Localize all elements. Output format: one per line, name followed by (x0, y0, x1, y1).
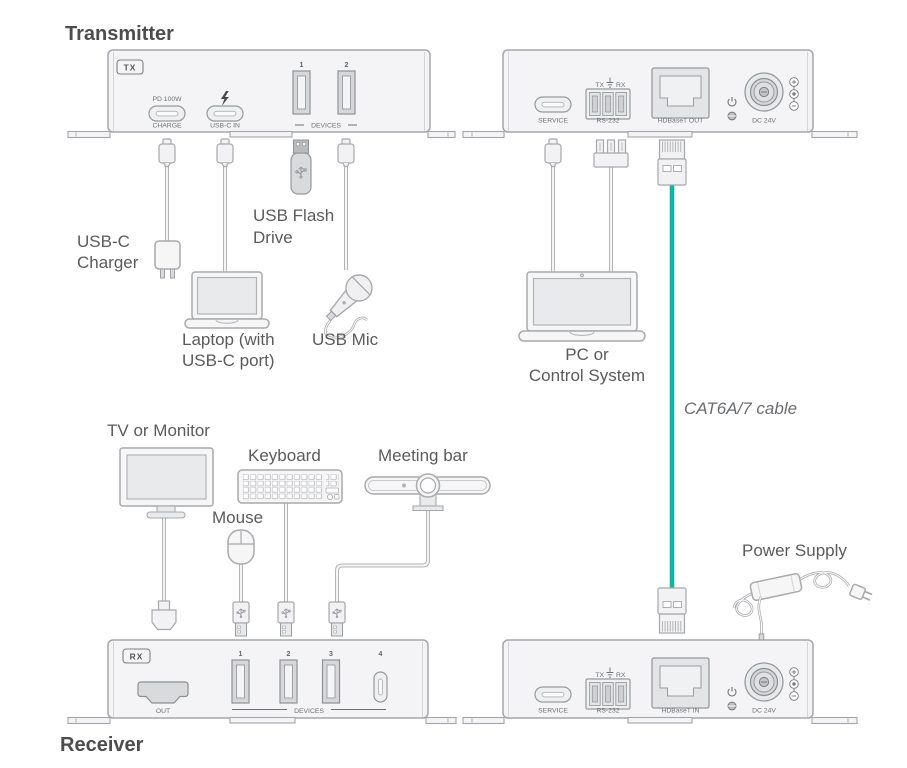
wall-plug (849, 583, 873, 601)
rx-back-panel: SERVICE TX RX RS-232 HDBaseT IN DC 24V (462, 639, 858, 725)
pc-laptop (518, 271, 646, 342)
hdbaset-out-label: HDBaseT OUT (658, 118, 704, 125)
laptop-label-line2: USB-C port) (182, 351, 275, 370)
charge-usb-c-port (148, 105, 186, 122)
tx-rs232-rx-label: RX (616, 82, 626, 89)
rx-devices-label: DEVICES (294, 708, 324, 715)
rx-rs232-label: RS-232 (596, 708, 619, 715)
rx-dc-jack (744, 662, 784, 702)
link-icon (727, 701, 737, 711)
link-icon (727, 111, 737, 121)
transmitter-title: Transmitter (65, 23, 174, 45)
meeting-bar-usb-a-plug (329, 602, 345, 636)
keyboard-label: Keyboard (248, 446, 321, 465)
pc-label-line1: PC or (565, 345, 609, 364)
usb-c-in-port (206, 105, 244, 122)
rx-usb-c-port-4 (373, 671, 388, 703)
rj45-plug-top (657, 139, 687, 186)
pc-label-line2: Control System (529, 366, 645, 385)
meeting-bar-label: Meeting bar (378, 446, 468, 465)
hdbaset-in-port (651, 657, 710, 709)
rx-port2-number: 2 (287, 651, 291, 658)
hdbaset-out-port (651, 67, 710, 119)
meeting-bar (364, 473, 491, 512)
rj45-plug-bottom (657, 587, 687, 634)
service-usb-c-plug (544, 138, 562, 168)
tx-dc-label: DC 24V (752, 118, 776, 125)
tx-usb-a-port-1 (292, 70, 311, 115)
receiver-title: Receiver (60, 734, 144, 756)
svg-text:TX: TX (124, 63, 137, 73)
rx-front-panel: RX OUT 1 2 3 4 DEVICES (67, 639, 457, 725)
mouse (227, 529, 255, 565)
tx-dc-jack (744, 72, 784, 112)
power-supply-label: Power Supply (742, 541, 847, 560)
rx-service-label: SERVICE (538, 708, 568, 715)
cat-cable-label: CAT6A/7 cable (684, 399, 797, 418)
rs232-terminal-plug (593, 139, 629, 168)
mic-usb-plug (337, 138, 355, 168)
dc-polarity-icon (789, 77, 799, 111)
tx-port1-number: 1 (300, 62, 304, 69)
mouse-label: Mouse (212, 508, 263, 527)
rx-port4-number: 4 (379, 651, 383, 658)
tx-badge: TX (116, 59, 144, 75)
tx-rs232-label: RS-232 (596, 118, 619, 125)
dc-polarity-icon (789, 667, 799, 701)
usb-cables (162, 163, 613, 603)
rx-port1-number: 1 (239, 651, 243, 658)
usb-c-charger-label-line2: Charger (77, 253, 139, 272)
usb-flash-drive (290, 139, 312, 195)
tx-rs232-tx-label: TX (595, 82, 604, 89)
svg-text:RX: RX (130, 652, 144, 662)
cables (162, 163, 675, 603)
usb-mic-label: USB Mic (312, 330, 379, 349)
rx-service-usb-c-port (534, 686, 572, 703)
tx-back-panel: SERVICE TX RX RS-232 HDBaseT OUT DC 24V (462, 49, 858, 139)
usb-c-in-label: USB-C IN (210, 123, 240, 130)
tx-plugs (158, 138, 687, 634)
rx-usb-a-port-2 (279, 659, 298, 704)
rx-usb-a-port-3 (321, 659, 341, 704)
keyboard (237, 469, 343, 504)
power-brick (749, 572, 803, 602)
tv-monitor (119, 447, 214, 519)
hdbaset-in-label: HDBaseT IN (661, 708, 699, 715)
tx-usb-a-port-2 (337, 70, 356, 115)
tx-service-usb-c-port (534, 96, 572, 113)
keyboard-usb-a-plug (278, 602, 294, 636)
tx-devices-label: DEVICES (311, 123, 341, 130)
rx-port3-number: 3 (329, 651, 333, 658)
rx-dc-label: DC 24V (752, 708, 776, 715)
pd-100w-label: PD 100W (152, 96, 182, 103)
tx-front-panel: TX PD 100W CHARGE USB-C IN 1 2 DEVICES (67, 49, 456, 139)
usb-c-charger (154, 240, 181, 279)
tx-service-label: SERVICE (538, 118, 568, 125)
tv-label: TV or Monitor (107, 421, 210, 440)
laptop-label-line1: Laptop (with (182, 330, 275, 349)
flash-drive-label-line2: Drive (253, 228, 293, 247)
hdmi-plug (151, 600, 177, 631)
laptop (184, 271, 270, 329)
tx-port2-number: 2 (345, 62, 349, 69)
rx-rs232-terminal-block (585, 678, 631, 710)
usb-c-charger-label-line1: USB-C (77, 232, 130, 251)
flash-drive-label-line1: USB Flash (253, 206, 334, 225)
lightning-icon (221, 91, 229, 106)
rx-rs232-tx-label: TX (595, 672, 604, 679)
rx-badge: RX (122, 648, 151, 664)
rx-usb-a-port-1 (231, 659, 250, 704)
out-label: OUT (156, 708, 170, 715)
charge-label: CHARGE (152, 123, 182, 130)
usb-mic (324, 274, 373, 340)
mouse-usb-a-plug (233, 602, 249, 636)
power-supply (732, 571, 873, 650)
rx-rs232-rx-label: RX (616, 672, 626, 679)
charger-usb-c-plug (158, 138, 176, 168)
laptop-usb-c-plug (216, 138, 234, 168)
tx-rs232-terminal-block (585, 88, 631, 120)
